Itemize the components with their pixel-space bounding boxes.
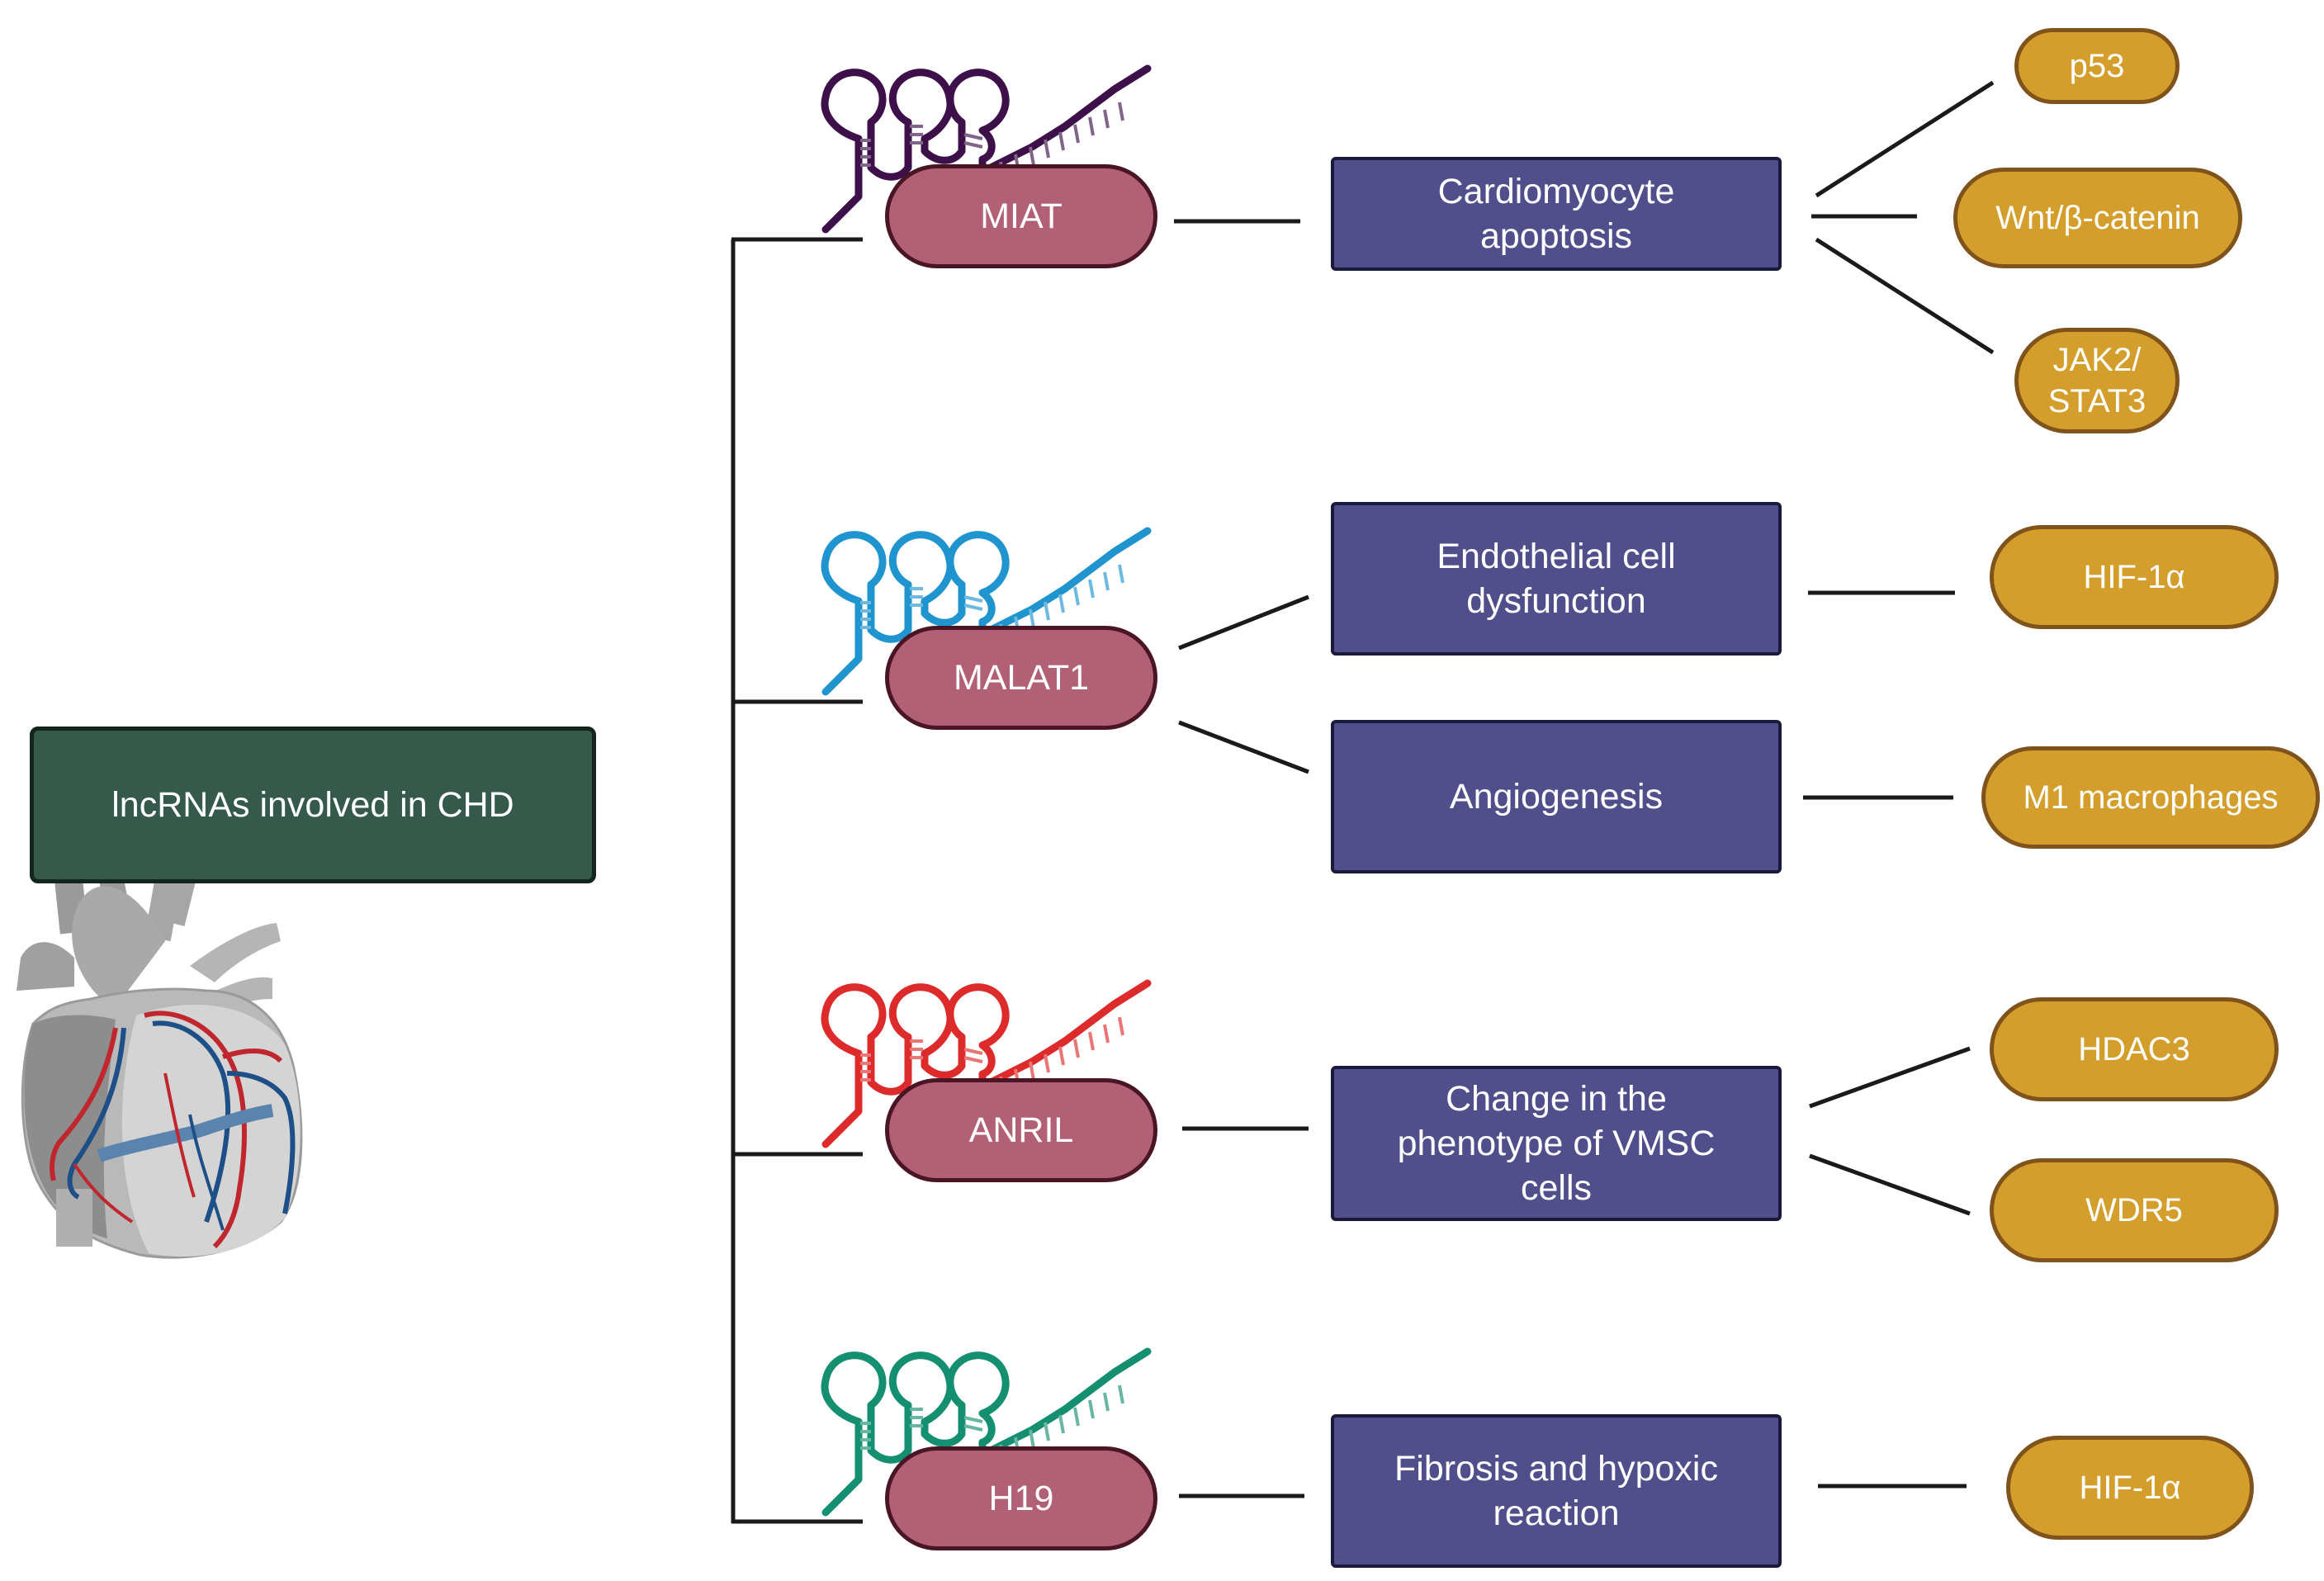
function-line: Endothelial cell [1437, 537, 1676, 576]
function-endothelial-dysfunction: Endothelial cell dysfunction [1331, 502, 1782, 656]
target-label: HIF-1α [2079, 1470, 2181, 1506]
function-line: reaction [1493, 1493, 1620, 1533]
link-apoptosis-jak2 [1815, 237, 1995, 355]
function-line: Angiogenesis [1449, 777, 1664, 817]
target-m1-macrophages: M1 macrophages [1981, 746, 2320, 849]
target-label: HDAC3 [2078, 1031, 2190, 1067]
lncrna-label: H19 [988, 1478, 1054, 1518]
function-fibrosis-hypoxic: Fibrosis and hypoxic reaction [1331, 1414, 1782, 1568]
target-hif1a-endothelial: HIF-1α [1990, 525, 2279, 629]
lncrna-malat1: MALAT1 [885, 626, 1157, 730]
target-hdac3: HDAC3 [1990, 997, 2279, 1101]
target-p53: p53 [2014, 28, 2180, 104]
target-label: Wnt/β-catenin [1995, 200, 2200, 236]
target-label: p53 [2069, 48, 2125, 84]
function-line: cells [1520, 1168, 1593, 1208]
target-jak2-stat3: JAK2/ STAT3 [2014, 328, 2180, 433]
lncrna-label: MIAT [980, 196, 1063, 236]
lncrna-miat: MIAT [885, 164, 1157, 268]
function-line: Cardiomyocyte [1437, 172, 1675, 211]
function-cardiomyocyte-apoptosis: Cardiomyocyte apoptosis [1331, 157, 1782, 271]
target-label: HIF-1α [2083, 559, 2185, 595]
target-wdr5: WDR5 [1990, 1158, 2279, 1262]
root-label: lncRNAs involved in CHD [111, 784, 514, 825]
target-wnt-beta-catenin: Wnt/β-catenin [1953, 168, 2242, 268]
lncrna-label: MALAT1 [953, 657, 1090, 698]
lncrna-anril: ANRIL [885, 1078, 1157, 1182]
function-angiogenesis: Angiogenesis [1331, 720, 1782, 873]
function-line: apoptosis [1479, 216, 1633, 256]
target-label: M1 macrophages [2023, 779, 2279, 816]
link-vmsc-wdr5 [1809, 1153, 1971, 1216]
function-line: Change in the [1446, 1079, 1667, 1119]
target-label: WDR5 [2085, 1192, 2183, 1228]
link-apoptosis-p53 [1815, 80, 1995, 198]
function-line: dysfunction [1466, 581, 1646, 621]
target-hif1a-fibrosis: HIF-1α [2006, 1436, 2254, 1540]
link-malat1-angiogenesis [1178, 720, 1309, 774]
function-line: Fibrosis and hypoxic [1394, 1449, 1718, 1489]
lncrna-label: ANRIL [968, 1110, 1074, 1150]
link-vmsc-hdac3 [1809, 1046, 1971, 1109]
lncrna-h19: H19 [885, 1446, 1157, 1550]
target-label: JAK2/ [2052, 342, 2142, 378]
function-vmsc-phenotype: Change in the phenotype of VMSC cells [1331, 1066, 1782, 1221]
root-box: lncRNAs involved in CHD [30, 727, 596, 883]
rna-hairpin-icon [821, 979, 1152, 1148]
rna-hairpin-icon [821, 527, 1152, 696]
target-label: STAT3 [2047, 383, 2147, 419]
link-malat1-endothelial [1178, 594, 1309, 651]
function-line: phenotype of VMSC [1397, 1124, 1716, 1163]
rna-hairpin-icon [821, 1347, 1152, 1517]
